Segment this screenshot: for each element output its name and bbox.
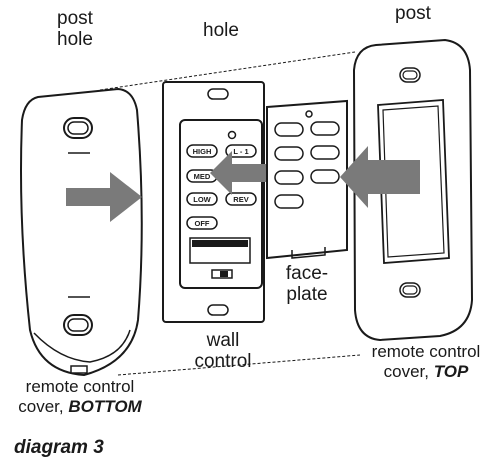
label-post-hole: post hole xyxy=(48,8,102,50)
diagram-caption: diagram 3 xyxy=(14,437,104,458)
button-label-light: L - 1 xyxy=(233,147,248,156)
button-label-high: HIGH xyxy=(193,147,212,156)
arrow-right-icon xyxy=(66,172,142,222)
label-remote-cover-bottom-emphasis: BOTTOM xyxy=(68,397,142,416)
label-remote-cover-top-line2: cover, TOP xyxy=(358,362,494,382)
label-remote-cover-bottom: remote control cover, BOTTOM xyxy=(5,377,155,417)
button-label-med: MED xyxy=(194,172,211,181)
wall-control-button-labels: HIGH L - 1 MED LOW REV OFF xyxy=(193,147,249,228)
guide-lines xyxy=(99,51,361,376)
wall-control xyxy=(162,81,265,323)
label-post-hole-line1: post xyxy=(57,8,93,29)
faceplate xyxy=(266,99,348,260)
label-remote-cover-top: remote control cover, TOP xyxy=(358,342,494,382)
button-label-off: OFF xyxy=(195,219,210,228)
label-remote-cover-bottom-line2: cover, BOTTOM xyxy=(5,397,155,417)
label-faceplate: face- plate xyxy=(282,263,332,305)
label-remote-cover-top-prefix: cover, xyxy=(383,362,434,381)
label-faceplate-line2: plate xyxy=(286,284,328,305)
label-remote-cover-bottom-prefix: cover, xyxy=(18,397,69,416)
button-label-rev: REV xyxy=(233,195,248,204)
button-label-low: LOW xyxy=(193,195,211,204)
label-remote-cover-top-line1: remote control xyxy=(371,342,481,361)
label-post-hole-line2: hole xyxy=(57,29,93,50)
label-wall-control: wall control xyxy=(183,330,263,372)
arrow-left-icon xyxy=(210,151,266,195)
assembly-arrows xyxy=(66,146,420,222)
arrow-left-icon xyxy=(340,146,420,208)
label-post: post xyxy=(395,3,431,24)
label-hole: hole xyxy=(203,20,239,41)
label-wall-control-line1: wall xyxy=(206,330,240,351)
label-remote-cover-bottom-line1: remote control xyxy=(25,377,135,396)
label-faceplate-line1: face- xyxy=(285,263,329,284)
label-wall-control-line2: control xyxy=(194,351,252,372)
remote-cover-bottom xyxy=(20,87,143,377)
label-remote-cover-top-emphasis: TOP xyxy=(433,362,469,381)
